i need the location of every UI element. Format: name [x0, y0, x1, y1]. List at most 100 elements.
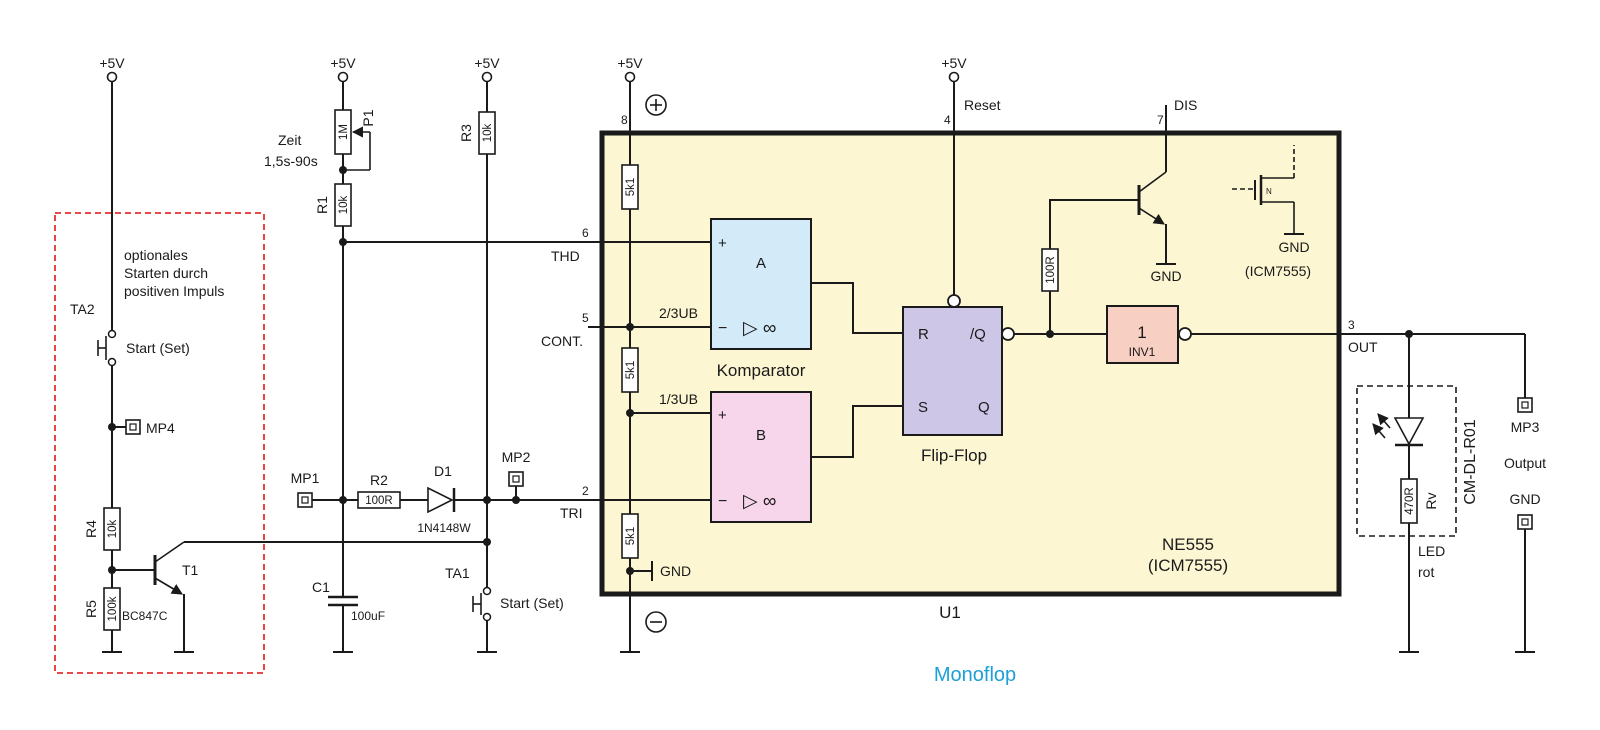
r2-ref: R2: [370, 472, 388, 488]
mosfet-gnd-label: GND: [1278, 239, 1309, 255]
pin-3-number: 3: [1348, 318, 1355, 332]
p1-value: 1M: [338, 124, 350, 140]
negative-supply-icon: [645, 611, 667, 633]
c1-ref: C1: [312, 579, 330, 595]
inverter: [1106, 305, 1179, 364]
inverter-name: INV1: [1129, 345, 1156, 359]
r2-value: 100R: [365, 495, 393, 507]
flipflop-label: Flip-Flop: [921, 446, 987, 465]
r3-ref: R3: [458, 124, 474, 142]
div-resistor-bot-value: 5k1: [625, 527, 637, 546]
mp2-label: MP2: [502, 449, 531, 465]
optional-note-line-3: positiven Impuls: [124, 283, 224, 299]
p1-label-1: Zeit: [278, 132, 301, 148]
div-resistor-top-value: 5k1: [625, 178, 637, 197]
comparator-a-opamp-icon: ▷ ∞: [743, 318, 776, 339]
comparator-b-label: B: [756, 427, 766, 444]
d1-value: 1N4148W: [417, 521, 471, 535]
optional-note-line-2: Starten durch: [124, 265, 208, 281]
pin-2-number: 2: [582, 484, 589, 498]
pin-5-number: 5: [582, 311, 589, 325]
supply-label-2: +5V: [330, 55, 356, 71]
optional-frame: [54, 212, 265, 674]
diagram-title: Monoflop: [934, 664, 1016, 686]
mp3-testpoint-icon: [1517, 397, 1533, 413]
r1-value: 10k: [338, 195, 350, 214]
mp4-label: MP4: [146, 420, 175, 436]
led-label-2: rot: [1418, 564, 1434, 580]
gnd-testpoint-icon: [1517, 514, 1533, 530]
reset-label: Reset: [964, 97, 1001, 113]
supply-label-3: +5V: [474, 55, 500, 71]
ta2-label: Start (Set): [126, 340, 190, 356]
supply-label-5: +5V: [941, 55, 967, 71]
r4-ref: R4: [83, 520, 99, 538]
r4-value: 10k: [107, 519, 119, 538]
dis-gnd-label: GND: [1150, 268, 1181, 284]
mp1-label: MP1: [291, 470, 320, 486]
ff-nq-label: /Q: [970, 326, 986, 343]
ta2-pushbutton: [97, 329, 117, 367]
ta2-ref: TA2: [70, 301, 95, 317]
thd-label: THD: [551, 248, 580, 264]
dis-label: DIS: [1174, 97, 1197, 113]
mp2-testpoint-icon: [508, 471, 524, 487]
r5-value: 100k: [107, 596, 119, 621]
discharge-transistor: [1137, 105, 1176, 265]
r5-ref: R5: [83, 600, 99, 618]
t1-ref: T1: [182, 562, 199, 578]
c1-value: 100uF: [351, 609, 385, 623]
r-dis-value: 100R: [1045, 256, 1057, 284]
r1-ref: R1: [314, 196, 330, 214]
mosfet-note: (ICM7555): [1245, 263, 1311, 279]
t1-value: BC847C: [122, 609, 168, 623]
ff-q-label: Q: [978, 399, 990, 416]
pin-6-number: 6: [582, 226, 589, 240]
comparator-b-opamp-icon: ▷ ∞: [743, 491, 776, 512]
ff-s-label: S: [918, 399, 928, 416]
div-resistor-mid-value: 5k1: [625, 361, 637, 380]
ic-ref: U1: [939, 603, 961, 622]
supply-label-4: +5V: [617, 55, 643, 71]
ta1-ref: TA1: [445, 565, 470, 581]
comparator-b-minus: −: [718, 493, 727, 510]
comparator-b: [710, 391, 812, 523]
mp3-label: MP3: [1511, 419, 1540, 435]
led-label-1: LED: [1418, 543, 1445, 559]
two-third-label: 2/3UB: [659, 305, 698, 321]
led-diode-icon: [1372, 413, 1425, 447]
led-module-frame: [1356, 385, 1457, 537]
comparator-b-plus: +: [718, 407, 727, 424]
ff-r-label: R: [918, 326, 929, 343]
mp4-testpoint-icon: [125, 419, 141, 435]
output-gnd-label: GND: [1509, 491, 1540, 507]
svg-text:N: N: [1266, 187, 1272, 196]
ta1-label: Start (Set): [500, 595, 564, 611]
pin-8-number: 8: [621, 113, 628, 127]
comparator-a: [710, 218, 812, 350]
mp1-testpoint-icon: [297, 492, 313, 508]
r3-value: 10k: [482, 123, 494, 142]
flip-flop: [902, 306, 1003, 436]
pin-4-number: 4: [944, 113, 951, 127]
supply-terminals: +5V +5V +5V +5V +5V: [99, 55, 967, 83]
out-label: OUT: [1348, 339, 1378, 355]
ta1-pushbutton: [472, 586, 497, 653]
optional-note-line-1: optionales: [124, 247, 188, 263]
p1-label-2: 1,5s-90s: [264, 153, 318, 169]
d1-diode: [427, 486, 456, 514]
led-module-name: CM-DL-R01: [1462, 419, 1479, 504]
d1-ref: D1: [434, 463, 452, 479]
comparator-a-label: A: [756, 255, 766, 272]
ic-alt-name: (ICM7555): [1148, 556, 1228, 575]
tri-label: TRI: [560, 505, 583, 521]
one-third-label: 1/3UB: [659, 391, 698, 407]
komparator-label: Komparator: [717, 361, 806, 380]
cont-label: CONT.: [541, 333, 583, 349]
rv-value: 470R: [1404, 487, 1416, 515]
pin-7-number: 7: [1157, 113, 1164, 127]
p1-ref: P1: [360, 109, 376, 126]
t1-transistor: [112, 541, 487, 653]
supply-label-1: +5V: [99, 55, 125, 71]
comparator-a-plus: +: [718, 235, 727, 252]
